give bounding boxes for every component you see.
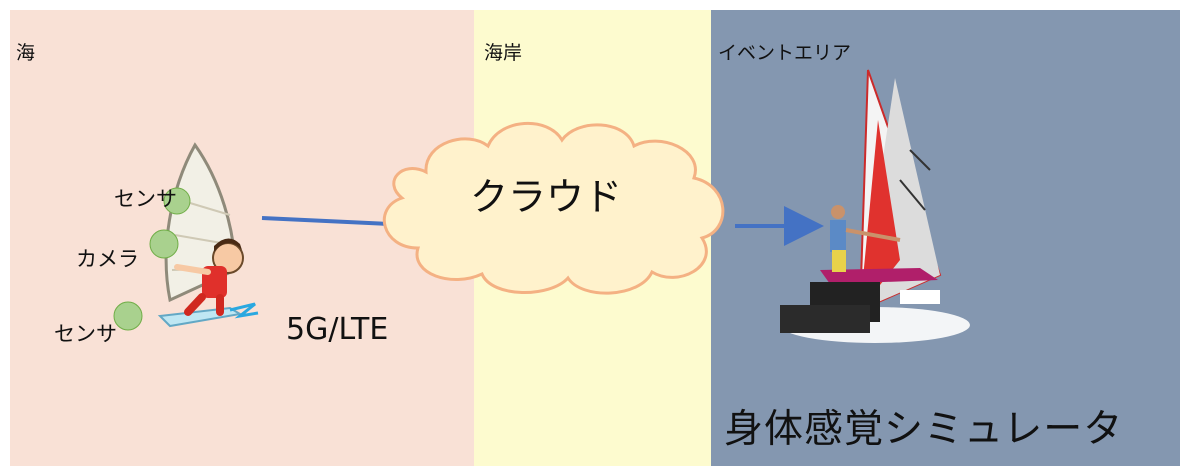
network-label: 5G/LTE <box>286 312 389 347</box>
simulator-label: 身体感覚シミュレータ <box>724 407 1124 452</box>
shore-zone-label: 海岸 <box>484 42 523 64</box>
sea-zone-label: 海 <box>16 42 36 64</box>
sensor-dot-top <box>163 187 191 215</box>
sensor-dot-bottom <box>113 301 143 331</box>
event-area-zone-label: イベントエリア <box>718 42 852 64</box>
simulator-illustration <box>780 69 970 343</box>
sensor-label-bottom: センサ <box>54 322 117 346</box>
windsurfer-illustration <box>157 142 259 328</box>
camera-dot <box>149 229 179 259</box>
cloud-shape <box>382 121 725 295</box>
camera-label: カメラ <box>76 247 139 271</box>
cloud-label: クラウド <box>470 175 623 219</box>
sensor-label-top: センサ <box>114 187 177 211</box>
